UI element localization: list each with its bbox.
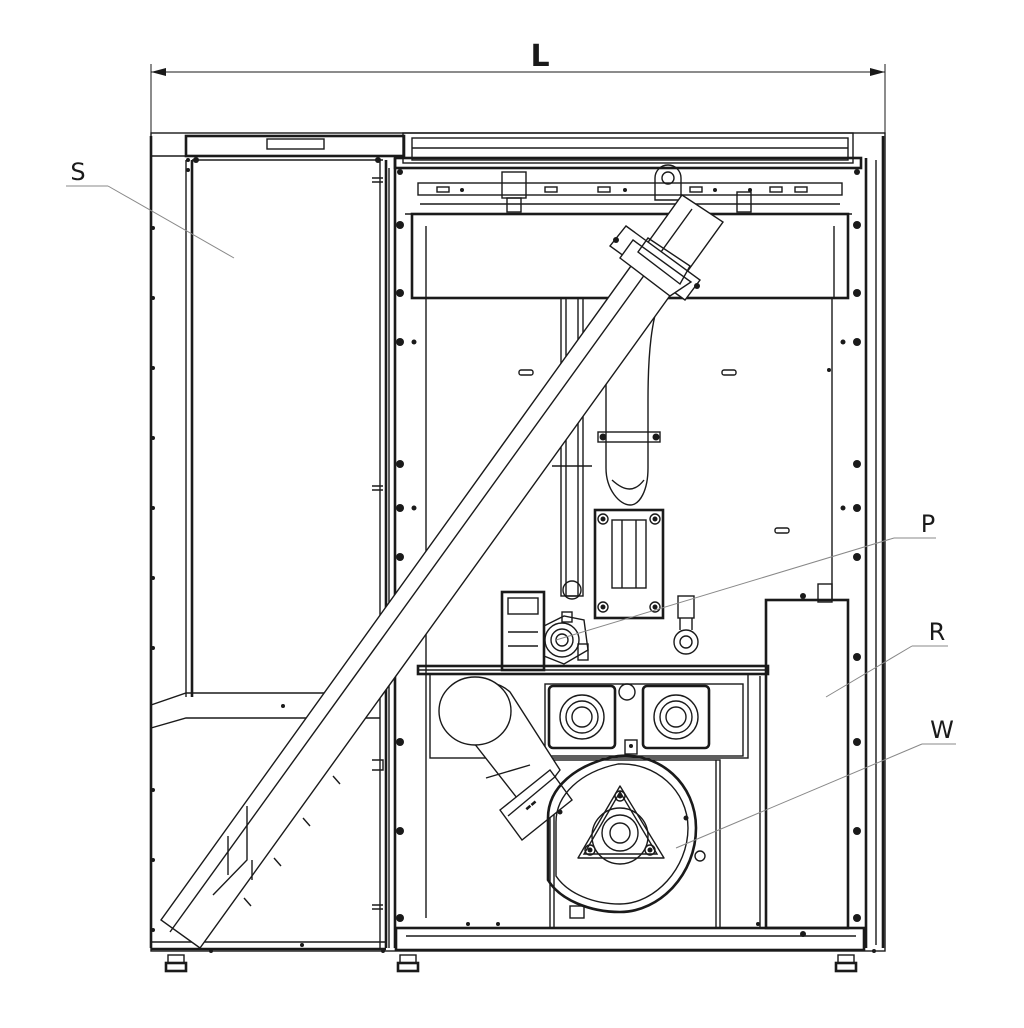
blower: ▬▬ (438, 676, 721, 929)
water-ports (547, 684, 711, 750)
feed-auger (160, 194, 724, 949)
callout-w: W (675, 716, 956, 849)
callout-r: R (825, 618, 948, 698)
callout-label-w: W (930, 716, 954, 744)
callout-s: S (66, 158, 235, 259)
boiler-frame (164, 132, 876, 973)
dimension-label: L (530, 39, 549, 74)
wall-slots (466, 368, 831, 926)
feet (164, 949, 876, 973)
callout-p: P (555, 510, 936, 641)
callout-label-s: S (70, 158, 85, 186)
lower-shelf (416, 664, 770, 759)
dimension-width: L (150, 39, 886, 136)
hopper-rivets (151, 168, 304, 947)
callout-label-r: R (929, 618, 946, 646)
pellet-hopper (150, 134, 406, 951)
auger-marks (243, 775, 341, 907)
frame-bolts (396, 169, 861, 922)
callout-label-p: P (921, 510, 935, 538)
top-rail-details (436, 164, 808, 213)
tank (759, 583, 850, 937)
pump-assembly (500, 590, 699, 672)
